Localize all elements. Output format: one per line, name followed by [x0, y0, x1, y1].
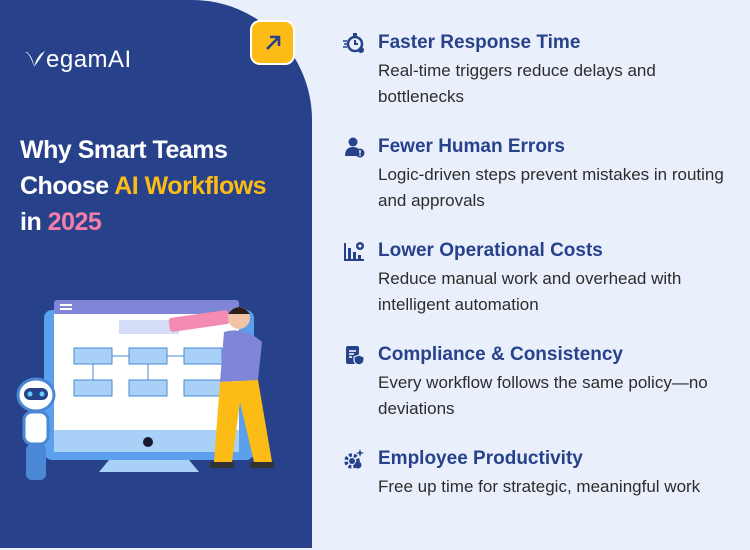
- feature-item: Lower Operational Costs Reduce manual wo…: [342, 238, 742, 342]
- feature-desc: Every workflow follows the same policy—n…: [378, 373, 708, 418]
- feature-desc: Logic-driven steps prevent mistakes in r…: [378, 165, 724, 210]
- robot-icon: [16, 377, 56, 480]
- feature-desc: Real-time triggers reduce delays and bot…: [378, 61, 656, 106]
- title-line-2: Choose AI Workflows: [20, 172, 267, 200]
- document-shield-icon: [342, 343, 366, 367]
- feature-title: Fewer Human Errors: [378, 136, 565, 157]
- feature-title: Lower Operational Costs: [378, 240, 603, 261]
- feature-item: Faster Response Time Real-time triggers …: [342, 30, 742, 134]
- title-accent: AI Workflows: [114, 172, 267, 200]
- feature-item: Fewer Human Errors Logic-driven steps pr…: [342, 134, 742, 238]
- workflow-illustration: [16, 300, 274, 480]
- feature-desc: Free up time for strategic, meaningful w…: [378, 477, 701, 496]
- feature-item: Compliance & Consistency Every workflow …: [342, 342, 742, 446]
- page-title: Why Smart Teams Choose AI Workflows in 2…: [20, 132, 267, 240]
- stopwatch-icon: [342, 31, 366, 55]
- brand-logo: egamAI: [24, 46, 132, 74]
- arrow-up-right-icon: [265, 35, 280, 50]
- gear-sparkle-icon: [342, 447, 366, 471]
- title-line-3: in 2025: [20, 208, 102, 236]
- user-alert-icon: [342, 135, 366, 159]
- feature-list: Faster Response Time Real-time triggers …: [342, 30, 742, 550]
- logo-text: egamAI: [46, 46, 132, 73]
- feature-desc: Reduce manual work and overhead with int…: [378, 269, 682, 314]
- arrow-button[interactable]: [250, 20, 295, 65]
- title-year: 2025: [47, 208, 102, 236]
- logo-leaf-icon: [25, 51, 45, 67]
- feature-title: Compliance & Consistency: [378, 344, 623, 365]
- feature-title: Employee Productivity: [378, 448, 583, 469]
- title-line-1: Why Smart Teams: [20, 136, 228, 164]
- feature-title: Faster Response Time: [378, 32, 581, 53]
- cost-chart-icon: [342, 239, 366, 263]
- feature-item: Employee Productivity Free up time for s…: [342, 446, 742, 550]
